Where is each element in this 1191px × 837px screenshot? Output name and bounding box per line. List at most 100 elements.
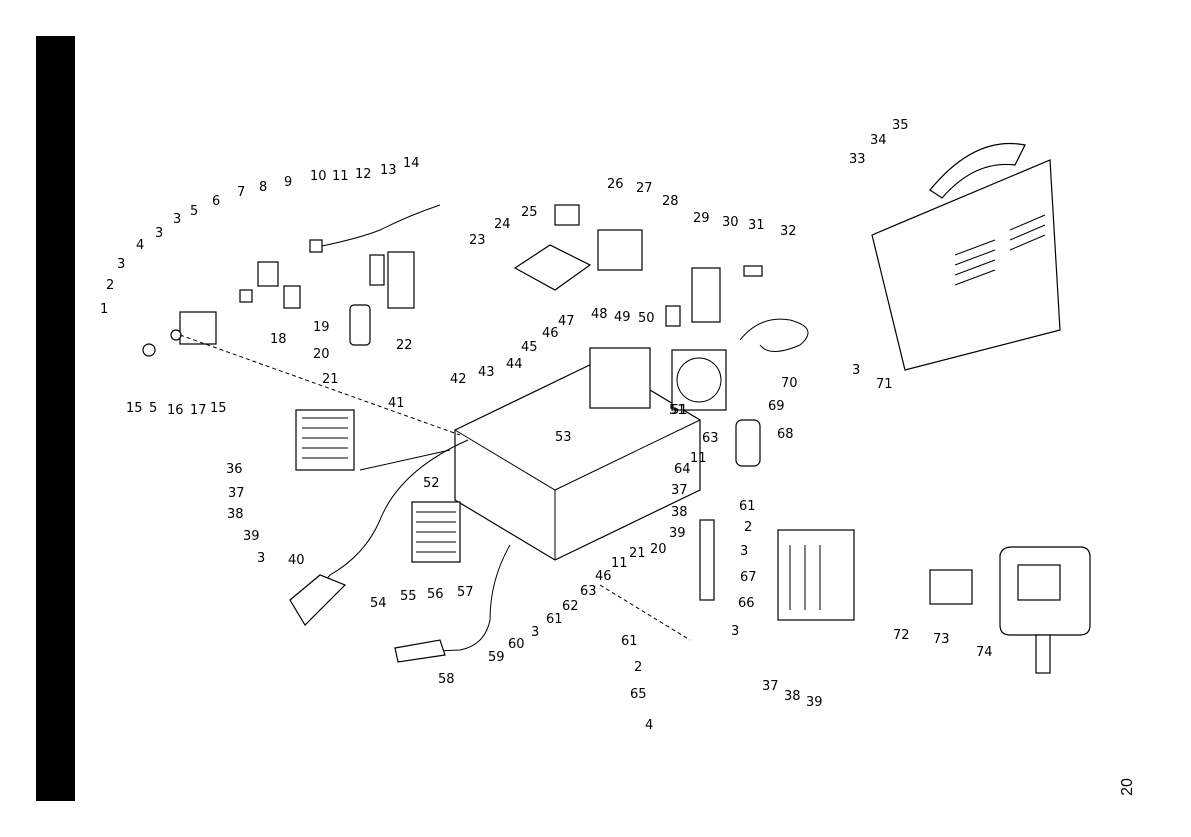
torch-head [289,574,347,626]
callout: 61 [621,634,638,649]
callout: 11 [332,169,349,184]
torch-cable [299,439,469,611]
callout: 22 [396,338,413,353]
callout: 39 [243,529,260,544]
callout: 20 [650,542,667,557]
heatsink [295,409,355,471]
gas-hose [321,204,441,247]
callout: 2 [744,520,752,535]
callout: 51 [669,403,686,418]
cover [871,159,1061,371]
callout: 51 [671,403,688,418]
callout: 74 [976,645,993,660]
callout: 43 [478,365,495,380]
callout: 48 [591,307,608,322]
capacitor [349,304,371,346]
handle [929,142,1026,199]
callout: 14 [403,156,420,171]
callout: 28 [662,194,679,209]
callout: 65 [630,687,647,702]
callout: 46 [595,569,612,584]
mounting-block [179,311,217,345]
callout: 37 [228,486,245,501]
callout: 71 [876,377,893,392]
callout: 66 [738,596,755,611]
callout: 15 [210,401,227,416]
front-panel [589,347,651,409]
callout: 42 [450,372,467,387]
callout: 15 [126,401,143,416]
callout: 26 [607,177,624,192]
ground-clamp [394,639,446,663]
callout: 73 [933,632,950,647]
callout: 3 [852,363,860,378]
callout-labels: 1 2 3 3 3 4 5 5 6 7 8 9 10 11 12 13 14 1… [100,118,993,733]
callout: 3 [155,226,163,241]
callout: 56 [427,587,444,602]
callout: 16 [167,403,184,418]
callout: 63 [580,584,597,599]
callout: 44 [506,357,523,372]
callout: 1 [100,302,108,317]
title-bar: PLASMA CUTTER MODEL 196.205070 PARTS DIA… [36,36,103,801]
callout: 46 [542,326,559,341]
callout: 2 [106,278,114,293]
callout: 30 [722,215,739,230]
filter-regulator [691,267,721,323]
callout: 4 [136,238,144,253]
callout: 38 [671,505,688,520]
callout: 10 [310,169,327,184]
callout: 9 [284,175,292,190]
callout: 38 [784,689,801,704]
callout: 64 [674,462,691,477]
quick-coupler [743,265,763,277]
callout: 23 [469,233,486,248]
callout: 62 [562,599,579,614]
callout: 54 [370,596,387,611]
callout: 58 [438,672,455,687]
transformer-coils [789,545,821,610]
plate [387,251,415,309]
callout: 21 [322,372,339,387]
callout: 70 [781,376,798,391]
chassis-edges [454,419,701,560]
callout: 39 [806,695,823,710]
coil [283,285,301,309]
callout: 29 [693,211,710,226]
callout: 67 [740,570,757,585]
callout: 3 [117,257,125,272]
callout: 17 [190,403,207,418]
callout: 7 [237,185,245,200]
part-drawings [142,142,1091,674]
callout: 12 [355,167,372,182]
callout: 69 [768,399,785,414]
control-board [513,244,592,291]
solenoid-valve [257,261,279,287]
callout: 72 [893,628,910,643]
callout: 40 [288,553,305,568]
callout: 3 [257,551,265,566]
callout: 50 [638,311,655,326]
callout: 2 [634,660,642,675]
callout: 59 [488,650,505,665]
callout: 37 [762,679,779,694]
callout: 8 [259,180,267,195]
warning-label [929,569,973,605]
callout: 3 [173,212,181,227]
callout: 32 [780,224,797,239]
callout: 52 [423,476,440,491]
shield-lens [1017,564,1061,601]
callout: 11 [611,556,628,571]
callout: 5 [190,204,198,219]
callout: 61 [546,612,563,627]
callout: 11 [690,451,707,466]
callout: 68 [777,427,794,442]
callout: 13 [380,163,397,178]
fitting [239,289,253,303]
capacitor-large [735,419,761,467]
callout: 27 [636,181,653,196]
callout: 3 [740,544,748,559]
callout: 53 [555,430,572,445]
callout: 33 [849,152,866,167]
